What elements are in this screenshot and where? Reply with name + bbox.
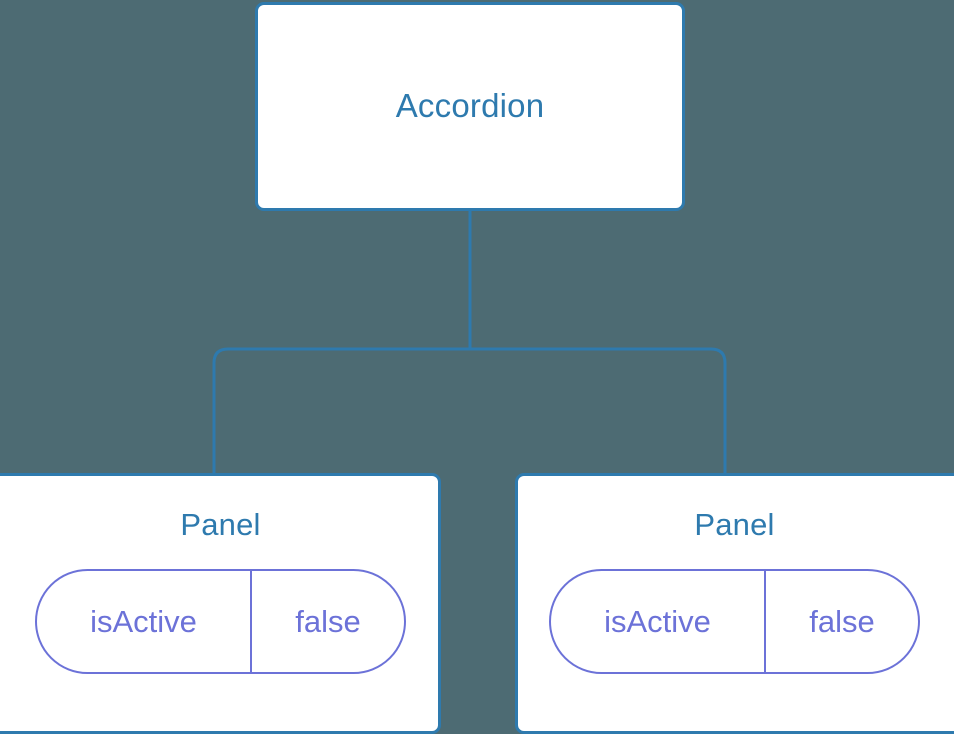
node-content: Panel isActive false (0, 507, 441, 675)
node-content: Panel isActive false (514, 507, 954, 675)
node-title: Panel (694, 507, 775, 542)
prop-value: false (295, 604, 361, 640)
node-title: Panel (180, 507, 261, 542)
prop-key: isActive (551, 571, 766, 673)
prop-pill-is-active[interactable]: isActive false (549, 569, 920, 675)
prop-key: isActive (37, 571, 252, 673)
prop-pill-is-active[interactable]: isActive false (35, 569, 406, 675)
node-title: Accordion (395, 87, 545, 125)
prop-value: false (809, 604, 875, 640)
connector-branch-bus (212, 347, 727, 476)
node-accordion[interactable]: Accordion (255, 2, 685, 211)
node-panel-right[interactable]: Panel isActive false (515, 473, 954, 734)
node-panel-left[interactable]: Panel isActive false (0, 473, 441, 734)
